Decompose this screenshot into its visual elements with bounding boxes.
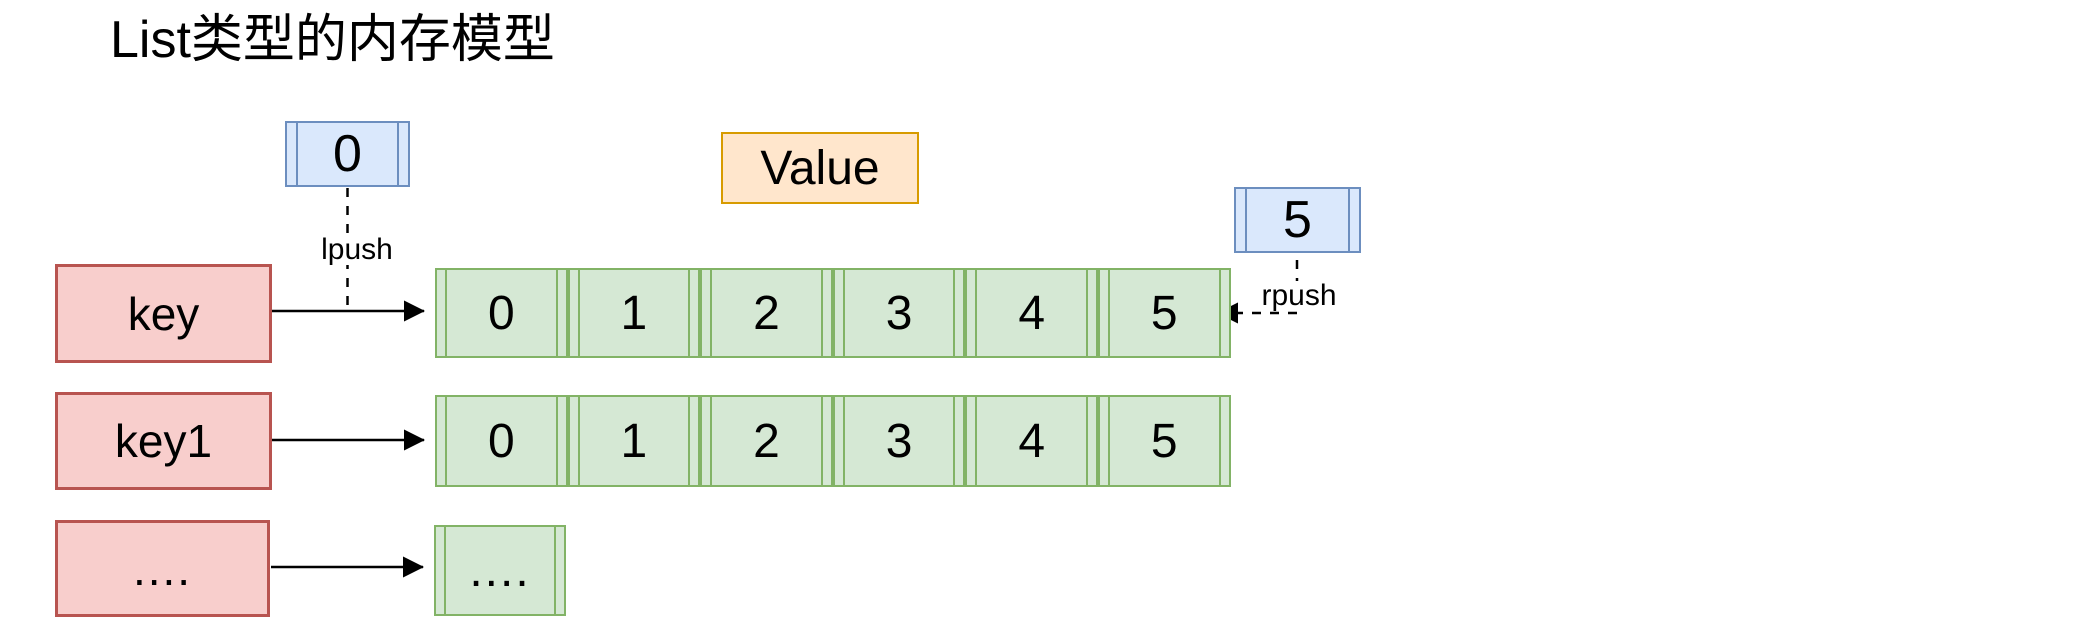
list-cell: 2	[700, 268, 833, 358]
list-cell-value: 5	[1150, 414, 1178, 468]
key1-box: key1	[55, 392, 272, 490]
list-cell: 0	[435, 268, 568, 358]
diagram-title: List类型的内存模型	[110, 11, 555, 69]
lpush-label: lpush	[307, 235, 407, 265]
list-cell: 2	[700, 395, 833, 487]
list-cell: 1	[567, 268, 701, 358]
list-cell: 4	[965, 268, 1098, 358]
list-cell: 4	[965, 395, 1098, 487]
list-cell-value: 3	[885, 286, 913, 340]
list-row-ellipsis: ....	[434, 525, 566, 616]
list-row-key1: 0 1 2 3 4 5	[435, 395, 1231, 487]
list-row-key: 0 1 2 3 4 5	[435, 268, 1231, 358]
rpush-value-node: 5	[1234, 187, 1361, 253]
key-ellipsis-label: ....	[132, 542, 193, 595]
list-cell-value: 1	[620, 414, 648, 468]
list-cell: 3	[832, 395, 966, 487]
list-cell-value: 2	[753, 286, 780, 340]
list-cell-value: 2	[753, 414, 780, 468]
list-cell: 5	[1097, 268, 1231, 358]
value-header-box: Value	[721, 132, 919, 204]
list-cell-value: ....	[469, 544, 531, 597]
lpush-value: 0	[333, 125, 362, 183]
list-cell-value: 0	[487, 286, 515, 340]
lpush-value-node: 0	[285, 121, 410, 187]
list-cell-value: 3	[885, 414, 913, 468]
list-cell: 1	[567, 395, 701, 487]
list-cell: 3	[832, 268, 966, 358]
list-cell-value: 1	[620, 286, 648, 340]
key-box-label: key	[127, 287, 200, 340]
key-ellipsis-box: ....	[55, 520, 270, 617]
key-box: key	[55, 264, 272, 363]
list-cell-value: 4	[1018, 286, 1046, 340]
rpush-label: rpush	[1249, 281, 1349, 311]
key1-box-label: key1	[114, 415, 213, 467]
list-cell-value: 0	[487, 414, 515, 468]
rpush-value: 5	[1283, 191, 1312, 249]
value-header-label: Value	[760, 141, 880, 195]
list-cell: 5	[1097, 395, 1231, 487]
list-cell: 0	[435, 395, 568, 487]
list-cell: ....	[434, 525, 566, 616]
list-cell-value: 4	[1018, 414, 1046, 468]
list-cell-value: 5	[1150, 286, 1178, 340]
